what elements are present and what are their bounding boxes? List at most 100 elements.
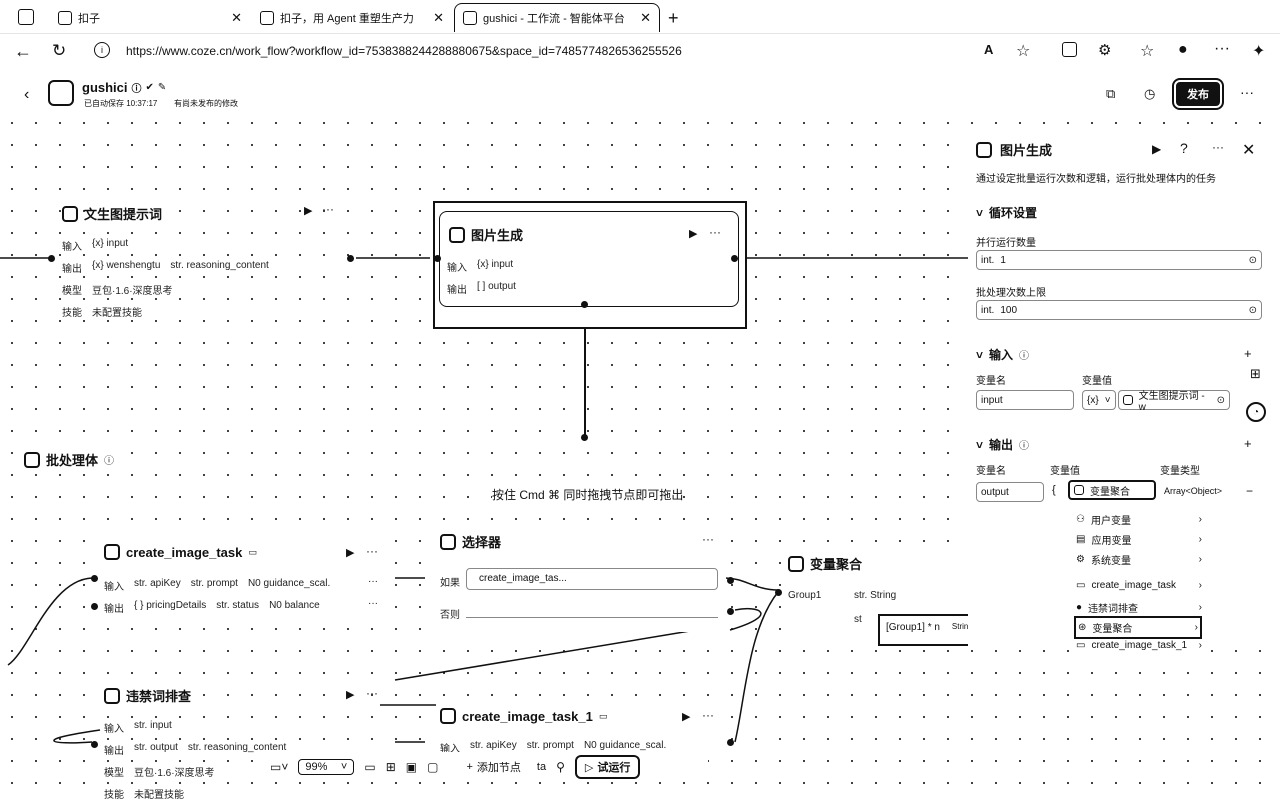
add-icon[interactable]: + [1244, 346, 1252, 361]
node-create-image-task[interactable]: create_image_task ▭ ▶ ··· 输入 str. apiKey… [100, 540, 390, 620]
close-icon[interactable]: ✕ [1242, 142, 1256, 159]
read-aloud-icon[interactable]: A [984, 42, 994, 57]
menu-item-aggregate[interactable]: ⊛ 变量聚合 › [1074, 616, 1202, 639]
output-port[interactable] [731, 255, 738, 262]
menu-item-user-vars[interactable]: ⚇ 用户变量 › [1076, 512, 1202, 527]
node-ban-check[interactable]: 违禁词排查 ▶ ··· 输入 str. input 输出 str. output… [100, 682, 390, 800]
add-node-button[interactable]: + 添加节点 [466, 759, 520, 775]
tab-3[interactable]: gushici - 工作流 - 智能体平台 ✕ [454, 3, 660, 32]
gauge-icon[interactable]: ◔ [1246, 402, 1266, 422]
menu-item-create-image-task-1[interactable]: ▭ create_image_task_1 › [1076, 640, 1202, 651]
output-port[interactable] [91, 603, 98, 610]
info-icon[interactable]: ⓘ [1019, 441, 1030, 452]
history-icon[interactable]: ◷ [1144, 86, 1156, 101]
menu-item-system-vars[interactable]: ⚙ 系统变量 › [1076, 552, 1202, 567]
star-icon[interactable]: ☆ [1016, 43, 1031, 60]
more-icon[interactable]: ··· [702, 532, 714, 546]
back-arrow-icon[interactable]: ‹ [24, 86, 30, 103]
node-create-image-task-1[interactable]: create_image_task_1 ▭ ▶ ··· 输入 str. apiK… [436, 704, 726, 755]
profile-icon[interactable]: ● [1178, 41, 1188, 58]
output-section-header[interactable]: ˅ 输出 ⓘ [976, 436, 1029, 453]
copilot-icon[interactable]: ✦ [1252, 43, 1266, 60]
input-type-select[interactable]: {x} ˅ [1082, 390, 1116, 410]
input-port[interactable] [434, 255, 441, 262]
site-info-icon[interactable]: i [94, 42, 110, 58]
more-icon[interactable]: ··· [368, 576, 378, 587]
layout-icon[interactable]: ⊞ [385, 760, 396, 774]
close-icon[interactable]: ✕ [231, 10, 242, 25]
copy-icon[interactable]: ⧉ [1106, 86, 1116, 101]
if-port[interactable] [727, 577, 734, 584]
reload-icon[interactable]: ↻ [52, 41, 67, 60]
output-port[interactable] [91, 741, 98, 748]
node-image-gen[interactable]: 图片生成 ▶ ··· 输入 {x} input 输出 [ ] output [433, 201, 747, 329]
more-icon[interactable]: ··· [702, 708, 714, 722]
input-port[interactable] [91, 575, 98, 582]
menu-item-app-vars[interactable]: ▤ 应用变量 › [1076, 532, 1202, 547]
batch-end-port[interactable] [581, 434, 588, 441]
output-port[interactable] [727, 739, 734, 746]
if-condition[interactable]: create_image_tas... [466, 568, 718, 590]
info-icon[interactable]: ⓘ [131, 84, 142, 95]
minimap-icon[interactable]: ▭˅ [270, 760, 289, 774]
more-icon[interactable]: ··· [709, 225, 721, 239]
more-icon[interactable]: ··· [368, 598, 378, 609]
close-icon[interactable]: ✕ [640, 10, 651, 25]
menu-item-ban-check[interactable]: ● 违禁词排查 › [1076, 600, 1202, 615]
run-icon[interactable]: ▶ [682, 711, 691, 723]
extension-icon[interactable] [1062, 42, 1077, 57]
back-icon[interactable]: ← [14, 41, 32, 61]
wrench-icon[interactable]: ⚲ [556, 760, 565, 774]
input-port[interactable] [48, 255, 55, 262]
info-icon[interactable]: ⓘ [1019, 351, 1030, 362]
grid-icon[interactable]: ⊞ [1250, 366, 1261, 381]
loop-section-header[interactable]: ˅ 循环设置 [976, 204, 1037, 221]
puzzle-icon[interactable]: ⚙ [1098, 42, 1112, 59]
output-ref-select[interactable]: 变量聚合 [1068, 480, 1156, 500]
else-port[interactable] [727, 608, 734, 615]
more-icon[interactable]: ··· [1212, 140, 1224, 154]
tab-2[interactable]: 扣子，用 Agent 重塑生产力 ✕ [252, 5, 452, 31]
test-run-button[interactable]: ▷ 试运行 [574, 755, 641, 779]
input-name-field[interactable]: input [976, 390, 1074, 410]
batch-port[interactable] [581, 301, 588, 308]
clear-icon[interactable]: ⊙ [1216, 394, 1225, 406]
run-icon[interactable]: ▶ [346, 689, 355, 701]
run-icon[interactable]: ▶ [304, 205, 313, 217]
note-icon[interactable]: ▢ [427, 760, 439, 774]
close-icon[interactable]: ✕ [433, 10, 444, 25]
node-prompt[interactable]: 文生图提示词 ▶ ··· 输入 {x} input 输出 {x} wenshen… [58, 198, 350, 319]
batch-limit-input[interactable]: int. 100 ⊙ [976, 300, 1262, 320]
zoom-select[interactable]: 99% ˅ [298, 759, 355, 775]
favorites-icon[interactable]: ☆ [1140, 43, 1155, 60]
run-icon[interactable]: ▶ [689, 228, 698, 240]
stepper-icon[interactable]: ⊙ [1248, 254, 1257, 266]
image-icon[interactable]: ▣ [405, 760, 418, 774]
input-ref-select[interactable]: 文生图提示词 - w ⊙ [1118, 390, 1230, 413]
run-icon[interactable]: ▶ [1152, 142, 1162, 156]
new-tab-icon[interactable]: + [668, 8, 679, 28]
help-icon[interactable]: ? [1180, 140, 1188, 156]
more-icon[interactable]: ··· [1214, 40, 1230, 57]
input-port[interactable] [775, 589, 782, 596]
more-icon[interactable]: ··· [366, 686, 378, 700]
run-icon[interactable]: ▶ [346, 547, 355, 559]
more-options-icon[interactable]: ··· [1240, 84, 1254, 100]
sidebar-toggle-icon[interactable] [18, 9, 34, 25]
info-icon[interactable]: ⓘ [104, 456, 115, 467]
parallel-input[interactable]: int. 1 ⊙ [976, 250, 1262, 270]
comment-icon[interactable]: ▭ [364, 760, 376, 774]
publish-button[interactable]: 发布 [1172, 78, 1224, 110]
add-icon[interactable]: + [1244, 436, 1252, 451]
stepper-icon[interactable]: ⊙ [1248, 304, 1257, 316]
remove-icon[interactable]: − [1246, 484, 1254, 498]
input-section-header[interactable]: ˅ 输入 ⓘ [976, 346, 1029, 363]
edit-icon[interactable]: ✎ [157, 82, 167, 93]
output-port[interactable] [347, 255, 354, 262]
node-selector[interactable]: 选择器 ··· 如果 create_image_tas... 否则 [436, 528, 726, 632]
more-icon[interactable]: ··· [322, 202, 334, 216]
menu-item-create-image-task[interactable]: ▭ create_image_task › [1076, 580, 1202, 591]
output-name-field[interactable]: output [976, 482, 1044, 502]
more-icon[interactable]: ··· [366, 544, 378, 558]
url-field[interactable]: https://www.coze.cn/work_flow?workflow_i… [126, 41, 986, 61]
